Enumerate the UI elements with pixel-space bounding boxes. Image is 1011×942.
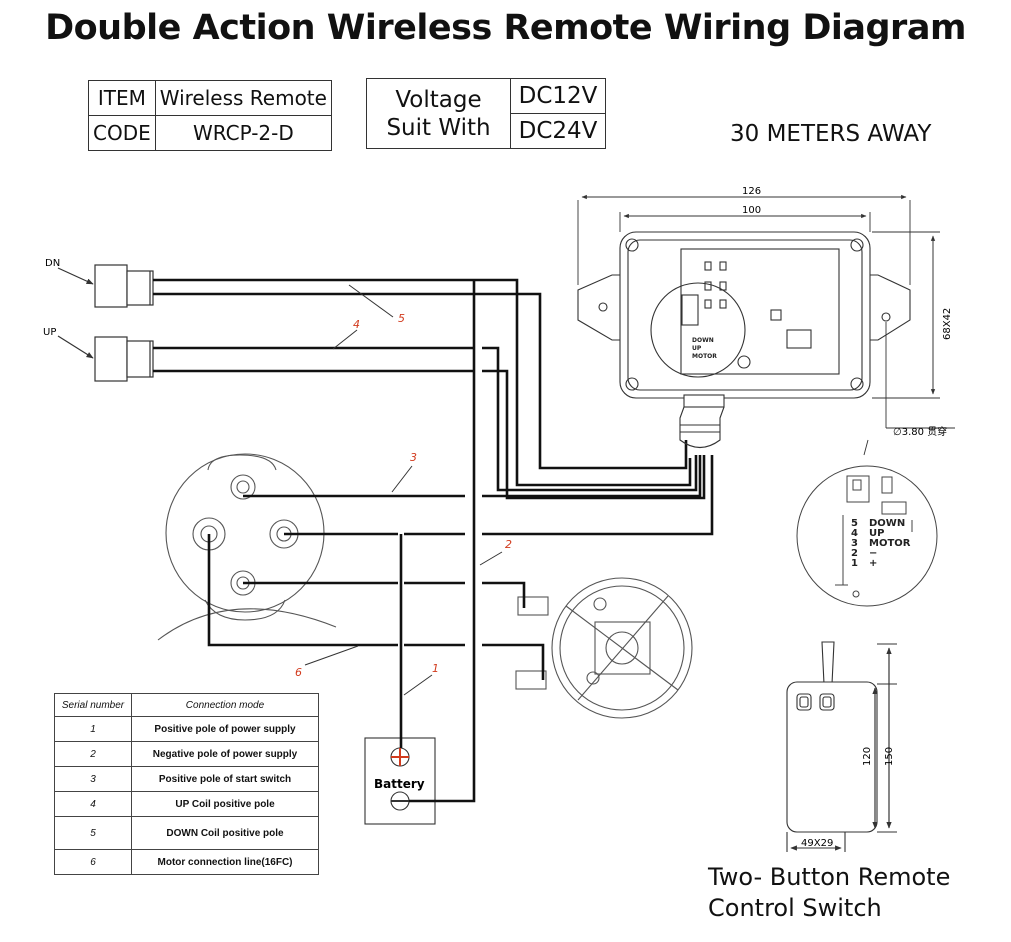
item-key: ITEM <box>88 80 156 116</box>
code-key: CODE <box>88 115 156 151</box>
callout-numbers: 5 4 3 2 6 1 <box>295 312 512 679</box>
legend-serial: 5 <box>54 816 132 850</box>
wires <box>153 278 714 803</box>
svg-text:2: 2 <box>851 548 858 559</box>
svg-text:UP: UP <box>869 528 884 539</box>
svg-text:DOWN: DOWN <box>869 518 905 529</box>
svg-text:4: 4 <box>851 528 858 539</box>
legend-mode: DOWN Coil positive pole <box>131 816 319 850</box>
table-row: 3 Positive pole of start switch <box>54 766 319 792</box>
voltage-label-line2: Suit With <box>386 114 491 141</box>
svg-text:−: − <box>869 548 877 559</box>
up-connector <box>57 335 154 382</box>
board-label-up: UP <box>692 345 702 352</box>
remote-dim-120: 120 <box>862 747 873 766</box>
motor <box>515 577 693 719</box>
table-row: 5 DOWN Coil positive pole <box>54 816 319 850</box>
pin-labels: DOWN UP MOTOR − + <box>869 518 911 569</box>
wire-number-4: 4 <box>353 318 360 331</box>
voltage-12v: DC12V <box>510 78 606 114</box>
up-label: UP <box>43 327 56 338</box>
legend-mode: Positive pole of start switch <box>131 766 319 792</box>
svg-text:MOTOR: MOTOR <box>869 538 911 549</box>
legend-header-mode: Connection mode <box>131 693 319 717</box>
wire-number-1: 1 <box>432 662 439 675</box>
wire-number-5: 5 <box>398 312 405 325</box>
svg-text:1: 1 <box>851 558 858 569</box>
receiver-box <box>577 231 911 449</box>
remote-dim-150: 150 <box>884 747 895 766</box>
remote-dim-width: 49X29 <box>801 838 833 849</box>
dim-outer: 126 <box>742 186 761 197</box>
voltage-24v: DC24V <box>510 113 606 149</box>
table-row: 4 UP Coil positive pole <box>54 791 319 817</box>
table-row: 6 Motor connection line(16FC) <box>54 849 319 875</box>
dim-inner: 100 <box>742 205 761 216</box>
receiver-board-labels: DOWN UP MOTOR <box>692 337 717 360</box>
voltage-table: Voltage Suit With DC12V DC24V <box>366 78 606 149</box>
dim-side: 68X42 <box>942 308 953 340</box>
legend-serial: 3 <box>54 766 132 792</box>
svg-text:3: 3 <box>851 538 858 549</box>
legend-serial: 6 <box>54 849 132 875</box>
dim-hole: ∅3.80 贯穿 <box>893 425 947 438</box>
legend-serial: 4 <box>54 791 132 817</box>
board-label-down: DOWN <box>692 337 714 344</box>
connection-legend: Serial number Connection mode 1 Positive… <box>54 693 319 875</box>
remote-caption-line1: Two- Button Remote <box>708 863 951 891</box>
code-row: CODE WRCP-2-D <box>88 115 332 151</box>
remote-control <box>786 641 897 852</box>
legend-mode: Negative pole of power supply <box>131 741 319 767</box>
board-label-motor: MOTOR <box>692 353 717 360</box>
table-row: 2 Negative pole of power supply <box>54 741 319 767</box>
pin-detail <box>796 465 938 607</box>
voltage-label: Voltage Suit With <box>366 78 511 149</box>
legend-mode: UP Coil positive pole <box>131 791 319 817</box>
wire-number-3: 3 <box>410 451 417 464</box>
battery <box>364 737 436 825</box>
receiver-dimensions <box>577 194 955 456</box>
pin-numbers: 5 4 3 2 1 <box>851 518 858 569</box>
wire-number-2: 2 <box>505 538 512 551</box>
legend-header-serial: Serial number <box>54 693 132 717</box>
legend-serial: 1 <box>54 716 132 742</box>
legend-header: Serial number Connection mode <box>54 693 319 717</box>
svg-text:+: + <box>869 558 877 569</box>
table-row: 1 Positive pole of power supply <box>54 716 319 742</box>
legend-mode: Positive pole of power supply <box>131 716 319 742</box>
page-title: Double Action Wireless Remote Wiring Dia… <box>45 8 966 48</box>
voltage-label-line1: Voltage <box>395 86 482 113</box>
battery-label: Battery <box>374 777 425 791</box>
legend-serial: 2 <box>54 741 132 767</box>
dn-label: DN <box>45 258 60 269</box>
distance-text: 30 METERS AWAY <box>730 121 932 147</box>
legend-mode: Motor connection line(16FC) <box>131 849 319 875</box>
callouts <box>304 284 503 696</box>
svg-text:5: 5 <box>851 518 858 529</box>
dn-connector <box>57 264 154 308</box>
item-table: ITEM Wireless Remote CODE WRCP-2-D <box>88 80 332 151</box>
remote-caption: Two- Button Remote Control Switch <box>708 862 950 924</box>
code-value: WRCP-2-D <box>154 115 332 151</box>
solenoid <box>157 453 337 641</box>
wire-number-6: 6 <box>295 666 302 679</box>
remote-caption-line2: Control Switch <box>708 894 882 922</box>
